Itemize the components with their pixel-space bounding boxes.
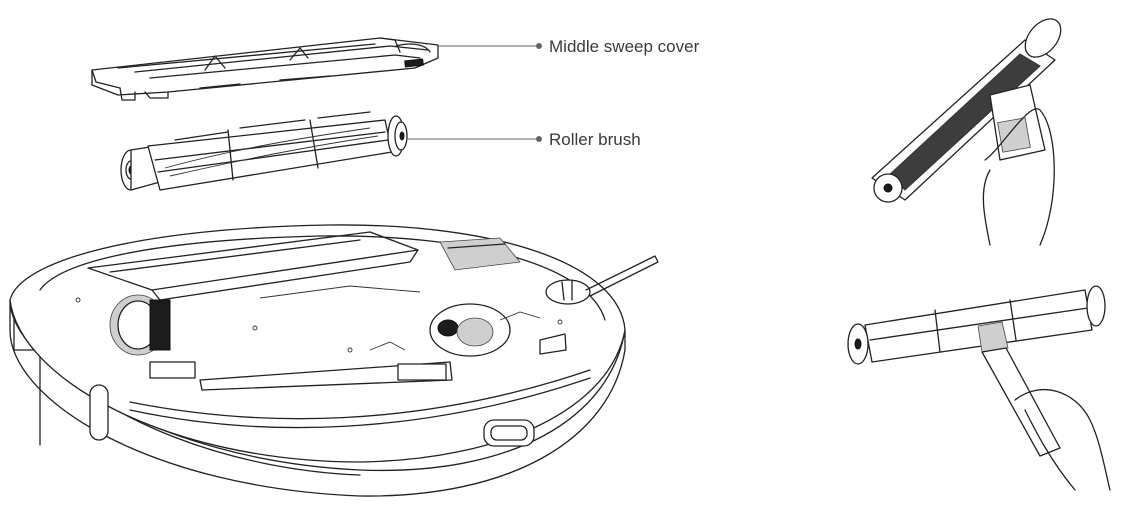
middle-sweep-cover-leader — [438, 43, 542, 49]
roller-brush-label: Roller brush — [549, 130, 641, 149]
roller-brush-leader — [406, 136, 542, 142]
cleaning-roller-vertical — [871, 18, 1062, 246]
caster-wheel — [429, 303, 511, 357]
side-brush — [545, 255, 659, 305]
middle-sweep-cover-illustration — [91, 37, 439, 101]
left-wheel — [109, 294, 171, 356]
middle-sweep-cover-label: Middle sweep cover — [549, 37, 700, 56]
roller-brush-illustration — [120, 111, 408, 191]
robot-vacuum-underside — [9, 224, 659, 497]
right-wheel — [439, 237, 521, 271]
cleaning-roller-horizontal — [847, 285, 1111, 491]
